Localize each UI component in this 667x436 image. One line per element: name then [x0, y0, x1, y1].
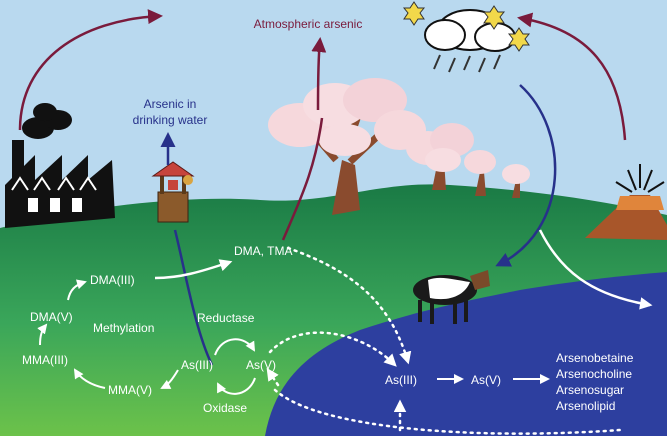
methylation-label: Methylation — [93, 321, 154, 335]
volcano-icon — [585, 164, 667, 240]
drinking-water-label-line2: drinking water — [133, 113, 208, 127]
oxidase-arc — [217, 377, 256, 395]
return-to-as5-dotted-arrow — [266, 367, 280, 387]
blossom-tree-medium-icon — [406, 123, 474, 190]
products-return-dotted-line — [273, 388, 622, 435]
dma5-label: DMA(V) — [30, 310, 73, 324]
as3-land-label: As(III) — [181, 358, 213, 372]
factory-icon — [5, 103, 115, 228]
as5-land-label: As(V) — [246, 358, 276, 372]
product-arsenobetaine-label: Arsenobetaine — [556, 351, 634, 365]
reductase-arc — [214, 338, 256, 356]
rain-to-ground-arrow — [495, 84, 557, 267]
reductase-label: Reductase — [197, 311, 255, 325]
snowflake-icon — [402, 1, 531, 52]
volcano-to-atmosphere-arrow — [517, 12, 627, 141]
factory-to-atmosphere-arrow — [18, 9, 163, 131]
product-arsenocholine-label: Arsenocholine — [556, 367, 632, 381]
as3-water-label: As(III) — [385, 373, 417, 387]
mma5-to-mma3-arrow — [73, 368, 106, 389]
tree-to-atmosphere-arrow — [311, 37, 327, 111]
land-as-to-water-dotted-arrow — [268, 331, 397, 367]
dma5-to-dma3-arrow — [67, 279, 87, 301]
atmospheric-arsenic-label: Atmospheric arsenic — [254, 17, 363, 31]
oxidase-label: Oxidase — [203, 401, 247, 415]
water-body — [265, 272, 667, 436]
mma5-label: MMA(V) — [108, 383, 152, 397]
blossom-tree-small-icon — [464, 150, 530, 198]
dma-tma-label: DMA, TMA — [234, 244, 292, 258]
cow-icon — [413, 270, 490, 324]
dma-to-tree-line — [281, 117, 324, 241]
mma3-label: MMA(III) — [22, 353, 68, 367]
dma3-to-dmatma-arrow — [154, 259, 233, 280]
as3-to-well-line — [173, 229, 214, 366]
as5-water-label: As(V) — [471, 373, 501, 387]
as3-to-mma5-arrow — [160, 369, 179, 389]
product-arsenosugar-label: Arsenosugar — [556, 383, 624, 397]
product-arsenolipid-label: Arsenolipid — [556, 399, 615, 413]
dmatma-to-water-dotted-arrow — [286, 246, 412, 365]
drinking-water-label-line1: Arsenic in — [144, 97, 197, 111]
land-to-sea-arrow — [538, 229, 653, 310]
dma3-label: DMA(III) — [90, 273, 135, 287]
well-icon — [151, 161, 195, 223]
mma3-to-dma5-arrow — [37, 323, 48, 346]
